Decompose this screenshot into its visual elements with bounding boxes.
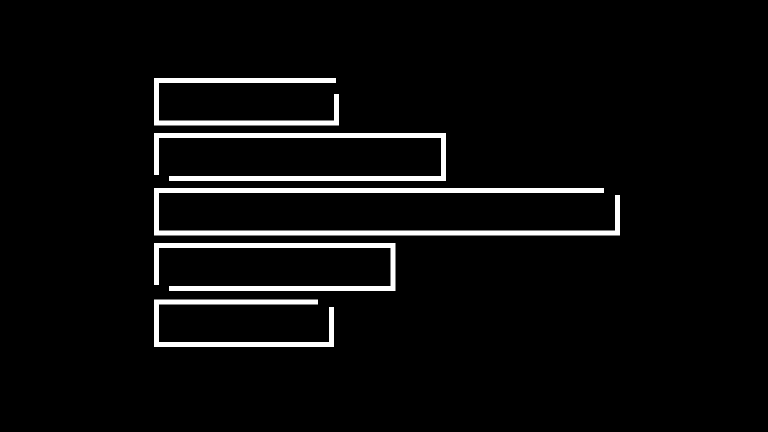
bar-outline-4 <box>154 243 396 291</box>
bar-outline-5 <box>154 299 334 347</box>
bar-outline-2 <box>154 133 446 181</box>
bar-outline-3 <box>154 188 620 236</box>
bar-outline-1 <box>154 78 339 126</box>
